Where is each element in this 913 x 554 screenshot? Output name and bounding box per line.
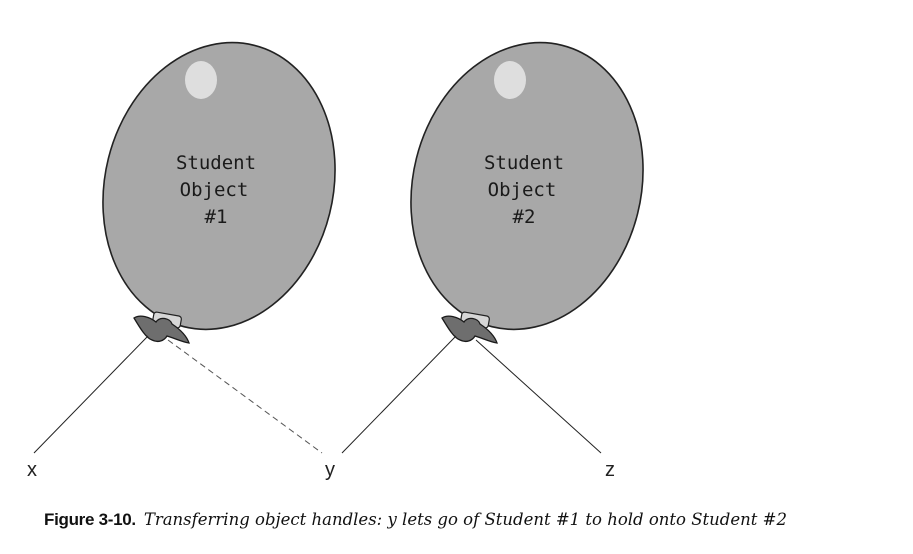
balloon-student-1: Student Object #1: [102, 41, 336, 344]
balloon-highlight-2: [494, 61, 526, 99]
balloon-highlight-1: [185, 61, 217, 99]
balloon-label-1-line3: #1: [205, 206, 228, 228]
figure-caption-label: Figure 3-10.: [44, 510, 136, 529]
handle-label-z: z: [605, 459, 615, 481]
figure-caption: Figure 3-10. Transferring object handles:…: [44, 510, 787, 530]
string-z-to-balloon-2: [475, 339, 602, 454]
balloon-body-2: [410, 41, 644, 331]
string-x-to-balloon-1: [33, 335, 149, 454]
balloon-label-1-line1: Student: [176, 152, 256, 174]
handle-label-x: x: [27, 459, 37, 481]
balloon-body-1: [102, 41, 336, 331]
balloon-label-2-line2: Object: [488, 179, 557, 201]
string-y-to-balloon-1-released: [167, 339, 323, 454]
balloon-label-2-line1: Student: [484, 152, 564, 174]
handle-label-y: y: [325, 459, 335, 481]
figure-caption-text: Transferring object handles: y lets go o…: [143, 510, 787, 529]
balloon-label-1-line2: Object: [180, 179, 249, 201]
string-y-to-balloon-2: [341, 335, 457, 454]
balloon-student-2: Student Object #2: [410, 41, 644, 344]
balloon-label-2-line3: #2: [513, 206, 536, 228]
